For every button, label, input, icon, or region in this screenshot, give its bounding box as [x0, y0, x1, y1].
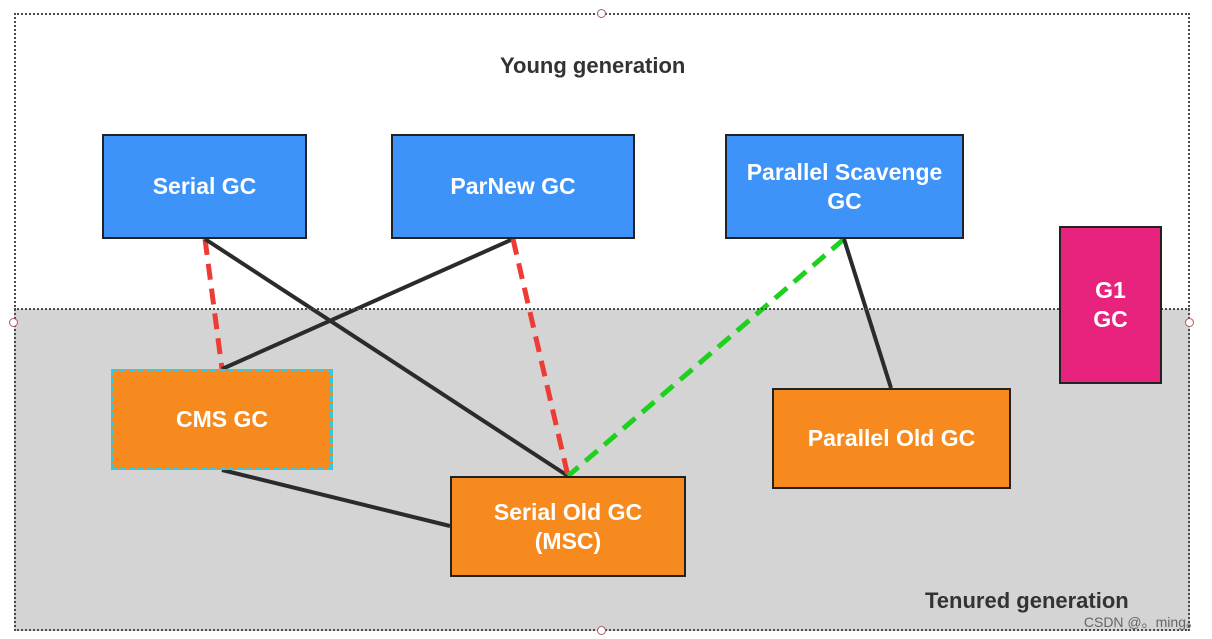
resize-handle-bottom[interactable]: [597, 626, 606, 635]
link-parnew-serial-old: [510, 238, 571, 477]
parallel-scavenge-gc-box: Parallel Scavenge GC: [725, 134, 964, 239]
link-parnew-cms: [221, 237, 514, 371]
generation-divider: [14, 308, 1190, 310]
parallel-old-gc-label: Parallel Old GC: [807, 425, 976, 451]
cms-gc-box: CMS GC: [111, 369, 333, 470]
tenured-generation-label: Tenured generation: [925, 588, 1129, 613]
resize-handle-left[interactable]: [9, 318, 18, 327]
resize-handle-right[interactable]: [1185, 318, 1194, 327]
link-ps-parallel-old: [842, 238, 893, 389]
serial-gc-box: Serial GC: [102, 134, 307, 239]
parnew-gc-box: ParNew GC: [391, 134, 635, 239]
link-ps-serial-old: [566, 237, 846, 478]
link-serial-cms: [202, 238, 225, 370]
resize-handle-top[interactable]: [597, 9, 606, 18]
serial-old-gc-label-line2: (MSC): [534, 527, 602, 554]
g1-gc-label-line1: G1: [1095, 277, 1126, 303]
parnew-gc-label: ParNew GC: [450, 173, 576, 199]
g1-gc-label-line2: GC: [1093, 306, 1128, 332]
parallel-old-gc-box: Parallel Old GC: [772, 388, 1011, 489]
parallel-scavenge-gc-label-line1: Parallel Scavenge: [746, 158, 943, 185]
watermark: CSDN @。ming。: [1083, 614, 1200, 630]
link-cms-serial-old: [221, 468, 451, 528]
serial-old-gc-label-line1: Serial Old GC: [493, 498, 643, 525]
young-generation-label: Young generation: [500, 53, 686, 78]
serial-gc-label: Serial GC: [152, 173, 257, 199]
cms-gc-label: CMS GC: [176, 406, 268, 432]
link-serial-serial-old: [203, 237, 570, 478]
parallel-scavenge-gc-label-line2: GC: [827, 187, 862, 214]
serial-old-gc-box: Serial Old GC (MSC): [450, 476, 686, 577]
g1-gc-box: G1 GC: [1059, 226, 1162, 384]
